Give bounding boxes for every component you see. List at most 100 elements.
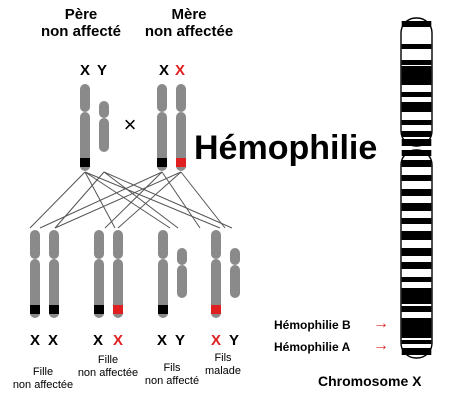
x-chromosome-band-12 [401, 175, 432, 181]
child-2-chromosome-2-label: X [112, 332, 123, 349]
x-chromosome-band-24 [401, 348, 432, 355]
child-1-x2-chromosome-lower-arm [49, 259, 59, 318]
child-2-x2-chromosome-band [113, 305, 123, 314]
child-4-x-chromosome-upper-arm [211, 230, 221, 259]
inheritance-line-1 [29, 171, 86, 229]
child-1-caption: Fille non affectée [0, 366, 88, 391]
x-chromosome-band-4 [401, 66, 432, 85]
child-2-x2-chromosome-upper-arm [113, 230, 123, 259]
father-chromosome-2-label: Y [96, 62, 107, 79]
x-chromosome-label: Chromosome X [318, 373, 422, 389]
mother-label-line1: Mère [171, 6, 207, 23]
x-chromosome-band-19 [401, 277, 432, 282]
inheritance-line-7 [103, 171, 233, 229]
x-chromosome-band-17 [401, 248, 432, 256]
child-4-y-chromosome-lower-arm [230, 265, 240, 298]
inheritance-line-4 [84, 171, 221, 229]
child-2-x2-chromosome-lower-arm [113, 259, 123, 318]
x-chromosome-band-3 [401, 60, 432, 65]
father-x-chromosome-band [80, 158, 90, 167]
x-chromosome-band-13 [401, 189, 432, 196]
child-4-y-chromosome-upper-arm [230, 248, 240, 265]
hemophilia-a-label: Hémophilie A [274, 340, 351, 354]
x-chromosome-band-20 [401, 288, 432, 304]
child-2-caption: Fille non affectée [64, 354, 152, 379]
child-4-caption-line1: Fils [214, 352, 232, 364]
child-4-chromosome-1-label: X [210, 332, 221, 349]
child-1-x2-chromosome-band [49, 305, 59, 314]
child-3-y-chromosome-lower-arm [177, 265, 187, 298]
x-chromosome-band-11 [401, 160, 432, 167]
inheritance-line-3 [84, 171, 171, 229]
x-chromosome-band-7 [401, 120, 432, 125]
inheritance-line-5 [54, 171, 105, 229]
father-x-chromosome-upper-arm [80, 84, 90, 112]
child-1-chromosome-2-label: X [47, 332, 58, 349]
inheritance-line-13 [180, 171, 226, 229]
x-chromosome-band-8 [401, 131, 432, 137]
x-chromosome-band-5 [401, 92, 432, 97]
child-2-caption-line2: non affectée [77, 366, 139, 379]
mother-x2-chromosome-upper-arm [176, 84, 186, 112]
cross-symbol: × [123, 112, 137, 137]
child-4-x-chromosome-band [211, 305, 221, 314]
child-2-x1-chromosome-band [94, 305, 104, 314]
x-chromosome-band-2 [401, 44, 432, 49]
child-3-caption-line2: non affecté [144, 374, 200, 387]
child-1-x2-chromosome-upper-arm [49, 230, 59, 259]
x-chromosome-band-6 [401, 102, 432, 112]
child-3-x-chromosome-lower-arm [158, 259, 168, 318]
hemophilia-a-arrow-icon: → [373, 337, 389, 354]
child-3-caption: Fils non affecté [132, 362, 212, 387]
inheritance-line-9 [104, 171, 163, 229]
mother-chromosome-1-label: X [158, 62, 169, 79]
child-2-chromosome-1-label: X [92, 332, 103, 349]
mother-chromosome-2-label: X [174, 62, 185, 79]
mother-x2-chromosome-band [176, 158, 186, 167]
child-3-y-chromosome-upper-arm [177, 248, 187, 265]
father-y-chromosome-lower-arm [99, 118, 109, 152]
child-3-caption-line1: Fils [163, 362, 181, 374]
child-1-x1-chromosome-upper-arm [30, 230, 40, 259]
inheritance-line-10 [161, 171, 201, 229]
child-4-caption-line2: malade [204, 364, 242, 377]
inheritance-line-11 [54, 171, 182, 229]
mother-title: Mère non affectée [134, 6, 244, 41]
child-4-chromosome-2-label: Y [228, 332, 239, 349]
mother-x2-chromosome-lower-arm [176, 112, 186, 171]
x-chromosome-band-21 [401, 306, 432, 312]
father-x-chromosome-lower-arm [80, 112, 90, 171]
hemophilia-b-arrow-icon: → [373, 315, 389, 332]
mother-label-line2: non affectée [144, 23, 234, 41]
inheritance-line-12 [117, 171, 182, 229]
child-1-x1-chromosome-band [30, 305, 40, 314]
father-chromosome-1-label: X [79, 62, 90, 79]
x-chromosome-band-18 [401, 262, 432, 269]
diagram-title: Hémophilie [194, 129, 378, 167]
hemophilia-b-label: Hémophilie B [274, 318, 351, 332]
father-label-line1: Père [64, 6, 98, 23]
mother-x1-chromosome-band [157, 158, 167, 167]
x-chromosome-band-22 [401, 318, 432, 338]
child-4-caption: Fils malade [198, 352, 248, 377]
child-2-x1-chromosome-upper-arm [94, 230, 104, 259]
child-3-x-chromosome-band [158, 305, 168, 314]
x-chromosome-band-15 [401, 218, 432, 224]
inheritance-line-8 [39, 171, 163, 229]
mother-x1-chromosome-upper-arm [157, 84, 167, 112]
x-chromosome-band-10 [401, 150, 432, 156]
x-chromosome-band-1 [401, 21, 432, 27]
father-label-line2: non affecté [40, 23, 121, 41]
child-1-chromosome-1-label: X [29, 332, 40, 349]
inheritance-line-6 [103, 171, 179, 229]
x-chromosome-band-23 [401, 340, 432, 344]
child-1-caption-line1: Fille [32, 366, 54, 378]
father-title: Père non affecté [26, 6, 136, 41]
x-chromosome-band-16 [401, 231, 432, 240]
child-1-x1-chromosome-lower-arm [30, 259, 40, 318]
child-1-caption-line2: non affectée [12, 378, 74, 391]
child-3-x-chromosome-upper-arm [158, 230, 168, 259]
father-y-chromosome-upper-arm [99, 101, 109, 118]
